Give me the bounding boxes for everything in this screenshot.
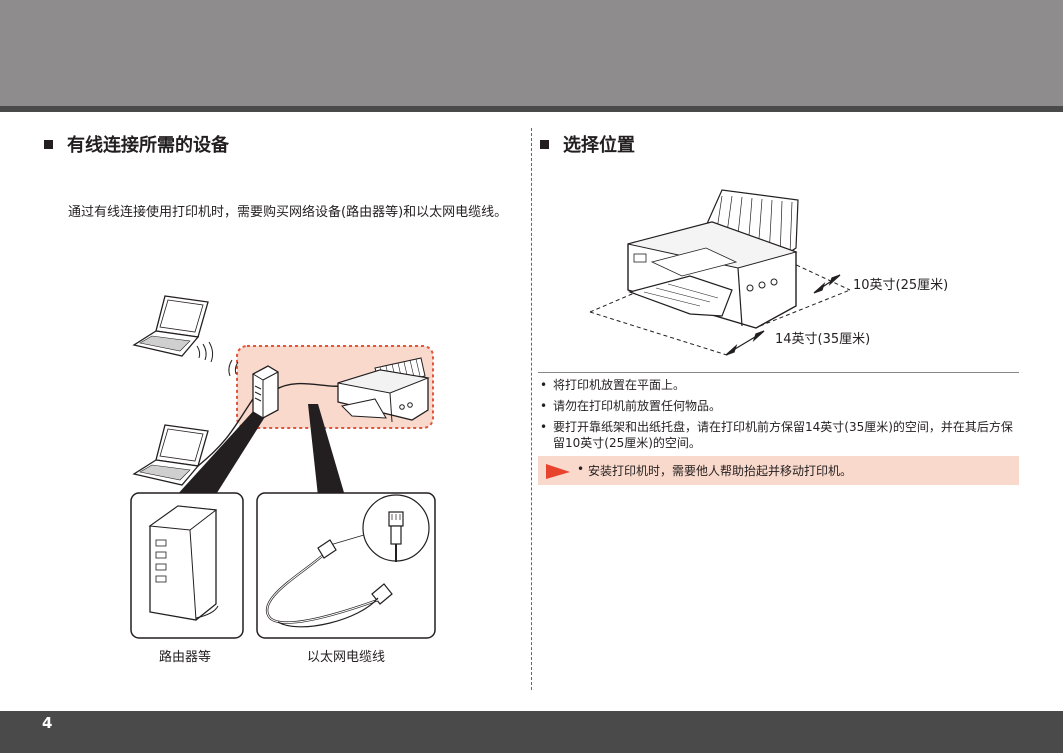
square-bullet-icon <box>540 139 549 149</box>
column-divider <box>531 128 532 690</box>
header-rule <box>0 106 1063 112</box>
caution-text: 安装打印机时，需要他人帮助抬起并移动打印机。 <box>576 462 852 479</box>
intro-paragraph: 通过有线连接使用打印机时，需要购买网络设备(路由器等)和以太网电缆线。 <box>68 205 508 220</box>
section-title-text: 选择位置 <box>563 135 635 156</box>
printer-icon <box>627 189 799 329</box>
section-title-text: 有线连接所需的设备 <box>67 135 229 156</box>
label-router: 路由器等 <box>159 650 212 665</box>
section-title-location: 选择位置 <box>540 131 635 157</box>
footer-band <box>0 711 1063 753</box>
ethernet-cable-icon <box>266 494 430 628</box>
placement-bullets: 将打印机放置在平面上。 请勿在打印机前放置任何物品。 要打开靠纸架和出纸托盘，请… <box>538 377 1018 456</box>
printer-icon <box>337 357 430 423</box>
network-diagram <box>130 295 436 639</box>
router-icon <box>148 505 219 621</box>
router-icon <box>252 365 279 419</box>
dimension-back-label: 10英寸(25厘米) <box>853 278 949 293</box>
wifi-signal-icon <box>196 341 239 377</box>
list-item: 将打印机放置在平面上。 <box>538 377 1018 393</box>
label-ethernet-cable: 以太网电缆线 <box>307 650 386 665</box>
dimension-front-label: 14英寸(35厘米) <box>775 332 871 347</box>
dimension-arrows <box>725 274 841 356</box>
caution-flag-icon <box>546 463 570 479</box>
laptop-cable <box>197 395 256 467</box>
router-callout-wedge <box>176 408 268 496</box>
page-number: 4 <box>42 714 53 732</box>
caution-box: 安装打印机时，需要他人帮助抬起并移动打印机。 <box>538 456 1019 485</box>
placement-diagram <box>589 189 851 357</box>
square-bullet-icon <box>44 139 53 149</box>
list-item: 要打开靠纸架和出纸托盘，请在打印机前方保留14英寸(35厘米)的空间，并在其后方… <box>538 419 1018 451</box>
list-item: 请勿在打印机前放置任何物品。 <box>538 398 1018 414</box>
header-band <box>0 0 1063 106</box>
section-title-equipment: 有线连接所需的设备 <box>44 131 229 157</box>
section-rule <box>538 372 1019 373</box>
cable-callout-wedge <box>308 404 345 496</box>
laptop-icon <box>132 295 209 357</box>
